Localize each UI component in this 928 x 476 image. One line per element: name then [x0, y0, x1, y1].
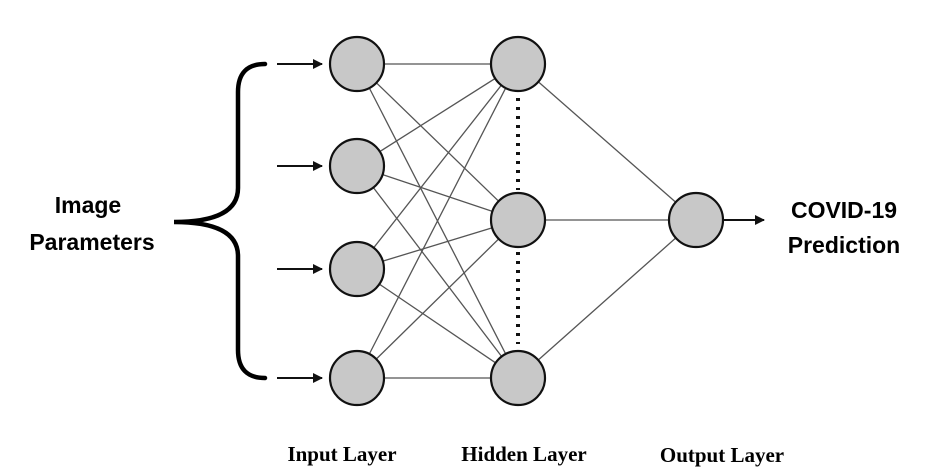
edge-input-1-hidden-2 — [356, 63, 519, 221]
edge-input-2-hidden-3 — [356, 165, 519, 379]
edge-input-3-hidden-3 — [356, 268, 519, 379]
output-label-line-2: Prediction — [788, 232, 900, 258]
edge-hidden-1-output-1 — [517, 63, 697, 221]
edge-hidden-3-output-1 — [517, 219, 697, 379]
edge-input-2-hidden-2 — [356, 165, 519, 221]
input-arrows — [277, 59, 323, 383]
input-node-2 — [328, 137, 386, 195]
input-layer-caption: Input Layer — [287, 442, 396, 466]
output-label-line-1: COVID-19 — [791, 197, 897, 223]
edge-input-3-hidden-1 — [356, 63, 519, 270]
nodes — [328, 35, 725, 407]
curly-brace — [173, 61, 268, 381]
hidden-layer-caption: Hidden Layer — [461, 442, 586, 466]
output-layer-caption: Output Layer — [660, 443, 784, 467]
hidden-node-3 — [489, 349, 547, 407]
edge-input-2-hidden-1 — [356, 63, 519, 167]
input-node-3 — [328, 240, 386, 298]
hidden-node-1 — [489, 35, 547, 93]
input-label-line-1: Image — [55, 192, 121, 218]
output-node-1 — [667, 191, 725, 249]
input-node-1 — [328, 35, 386, 93]
input-node-4 — [328, 349, 386, 407]
edge-input-4-hidden-2 — [356, 219, 519, 379]
edge-input-4-hidden-1 — [356, 63, 519, 379]
hidden-node-2 — [489, 191, 547, 249]
input-label-line-2: Parameters — [29, 229, 154, 255]
